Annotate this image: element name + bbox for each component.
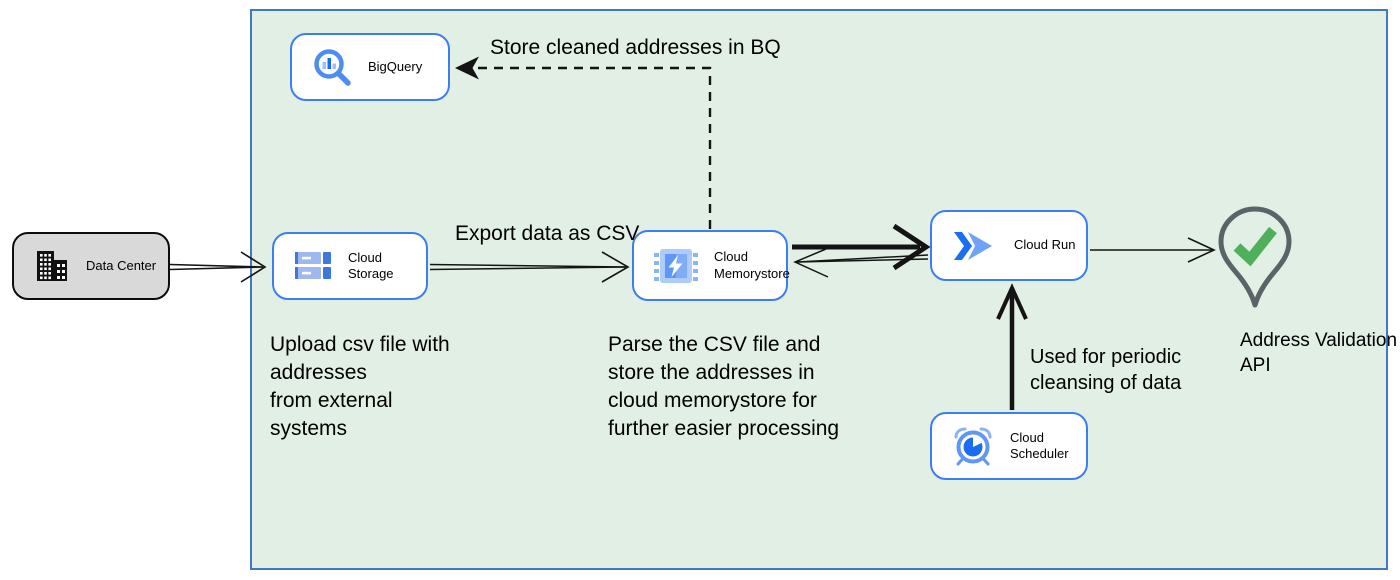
node-cloud-memorystore[interactable]: Cloud Memorystore bbox=[632, 230, 790, 301]
gcp-boundary-box bbox=[250, 9, 1388, 570]
node-cloud-storage[interactable]: Cloud Storage bbox=[272, 232, 428, 300]
annotation-upload-csv: Upload csv file with addresses from exte… bbox=[270, 333, 450, 440]
checkmark-icon bbox=[1233, 226, 1277, 267]
annotation-parse-csv: Parse the CSV file and store the address… bbox=[608, 333, 840, 440]
node-label: Data Center bbox=[86, 257, 157, 273]
annotation-export-data-csv: Export data as CSV bbox=[455, 222, 640, 245]
node-address-validation-pin[interactable] bbox=[1218, 206, 1292, 310]
node-data-center[interactable]: Data Center bbox=[12, 232, 170, 300]
node-cloud-scheduler[interactable]: Cloud Scheduler bbox=[930, 412, 1088, 480]
annotation-store-cleaned-addresses: Store cleaned addresses in BQ bbox=[490, 36, 781, 59]
node-bigquery[interactable]: BigQuery bbox=[290, 33, 450, 101]
cloud-storage-icon bbox=[295, 252, 331, 279]
node-cloud-run[interactable]: Cloud Run bbox=[930, 210, 1088, 281]
address-validation-api-label: Address Validation API bbox=[1240, 330, 1398, 376]
cloud-memorystore-icon bbox=[654, 248, 698, 283]
cloud-scheduler-icon bbox=[954, 427, 992, 466]
node-label: BigQuery bbox=[368, 58, 423, 74]
annotation-periodic-cleansing: Used for periodic cleansing of data bbox=[1030, 346, 1182, 394]
node-label: Cloud Memorystore bbox=[714, 249, 790, 281]
node-label: Cloud Run bbox=[1014, 237, 1076, 253]
cloud-run-icon bbox=[954, 231, 992, 260]
data-center-building-icon bbox=[37, 251, 67, 281]
bigquery-icon bbox=[314, 49, 351, 86]
node-label: Cloud Scheduler bbox=[1010, 429, 1069, 461]
node-label: Cloud Storage bbox=[348, 249, 394, 281]
